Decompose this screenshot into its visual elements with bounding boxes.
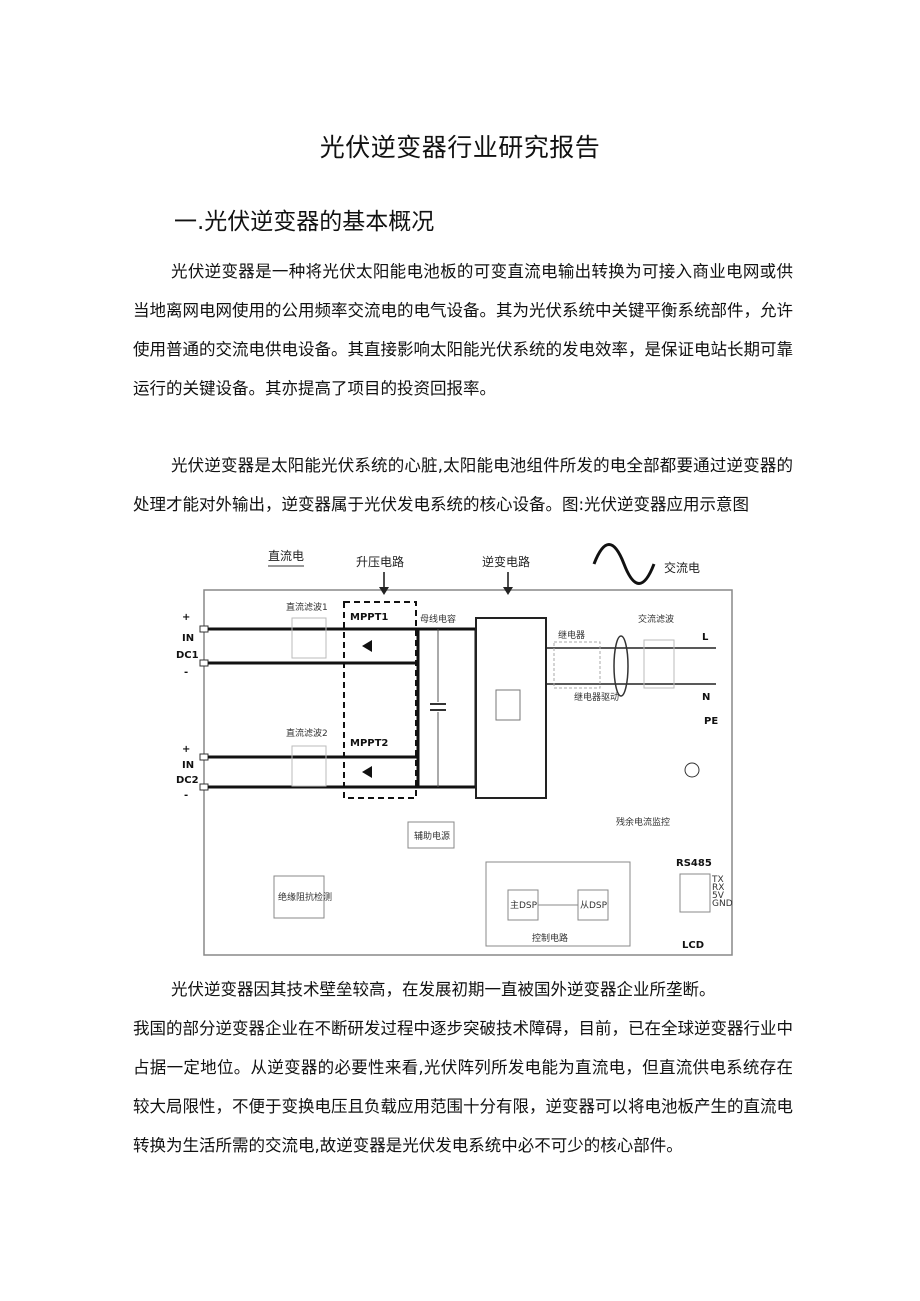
dc1-in: IN: [182, 633, 194, 644]
paragraph-1-text: 光伏逆变器是一种将光伏太阳能电池板的可变直流电输出转换为可接入商业电网或供当地离…: [133, 262, 793, 398]
aux-power-box: [407, 821, 455, 849]
page-title: 光伏逆变器行业研究报告: [319, 133, 601, 162]
label-L: L: [702, 632, 709, 643]
label-aux-power: 辅助电源: [414, 830, 450, 842]
label-ac-filter: 交流滤波: [638, 613, 674, 625]
dc-filter2-box: [291, 745, 327, 787]
outer-frame: [203, 589, 733, 956]
label-relay-drive: 继电器驱动: [574, 691, 619, 703]
inverter-bridge-box: [475, 617, 547, 799]
inverter-schematic: 直流电 升压电路 逆变电路 交流电 + IN DC1 - + IN DC2: [176, 543, 733, 956]
dc2-terminal-pos: [199, 753, 209, 761]
dc2-plus: +: [182, 744, 190, 755]
paragraph-3-text: 我国的部分逆变器企业在不断研发过程中逐步突破技术障碍，目前，已在全球逆变器行业中…: [133, 1019, 793, 1155]
label-gnd: GND: [712, 899, 733, 909]
section-heading: 一.光伏逆变器的基本概况: [174, 209, 435, 235]
dc2-in: IN: [182, 760, 194, 771]
slave-dsp-box: [577, 889, 609, 921]
paragraph-2-text: 光伏逆变器是太阳能光伏系统的心脏,太阳能电池组件所发的电全部都要通过逆变器的处理…: [133, 456, 793, 514]
label-slave-dsp: 从DSP: [580, 900, 608, 911]
dc-filter2-label: 直流滤波2: [286, 727, 328, 739]
boost-arrowhead: [379, 587, 389, 595]
dc2-terminal-neg: [199, 783, 209, 791]
ac-wave-icon: [592, 543, 656, 585]
label-insulation: 绝缘阻抗检测: [278, 891, 332, 903]
ground-symbol-icon: [684, 762, 700, 778]
dc1-label: DC1: [176, 650, 199, 661]
paragraph-1: 光伏逆变器是一种将光伏太阳能电池板的可变直流电输出转换为可接入商业电网或供当地离…: [133, 252, 793, 408]
insulation-box: [273, 875, 325, 919]
mppt2-diode-icon: [362, 766, 372, 778]
dc1-terminal-neg: [199, 659, 209, 667]
label-rs485: RS485: [676, 858, 712, 869]
label-mppt2: MPPT2: [350, 738, 388, 749]
label-lcd: LCD: [682, 940, 704, 951]
label-residual: 残余电流监控: [616, 816, 670, 828]
inverter-diagram: 直流电 升压电路 逆变电路 交流电 + IN DC1 - + IN DC2: [176, 540, 742, 960]
mppt1-diode-icon: [362, 640, 372, 652]
dc1-terminal-pos: [199, 625, 209, 633]
dc1-plus: +: [182, 612, 190, 623]
paragraph-3-line1: 光伏逆变器因其技术壁垒较高，在发展初期一直被国外逆变器企业所垄断。: [171, 980, 716, 999]
master-dsp-box: [507, 889, 539, 921]
dc1-minus: -: [184, 667, 188, 678]
label-bus-cap: 母线电容: [420, 613, 456, 625]
label-PE: PE: [704, 716, 718, 727]
label-control: 控制电路: [532, 932, 568, 944]
label-inverter: 逆变电路: [482, 554, 530, 569]
label-mppt1: MPPT1: [350, 612, 388, 623]
paragraph-3: 光伏逆变器因其技术壁垒较高，在发展初期一直被国外逆变器企业所垄断。 我国的部分逆…: [133, 970, 793, 1165]
ac-filter-box: [643, 639, 675, 689]
dc-filter1-box: [291, 617, 327, 659]
ct-sensor-icon: [613, 635, 629, 697]
label-boost: 升压电路: [356, 554, 404, 569]
relay-box: [553, 641, 601, 689]
inverter-switch-icon: [495, 689, 521, 721]
label-5v: 5V: [712, 891, 725, 901]
label-relay: 继电器: [558, 629, 585, 641]
mppt-dashed-box: [343, 601, 417, 799]
inverter-arrowhead: [503, 587, 513, 595]
dc2-minus: -: [184, 790, 188, 801]
label-N: N: [702, 692, 710, 703]
label-tx: TX: [711, 875, 724, 885]
label-rx: RX: [712, 883, 724, 893]
label-master-dsp: 主DSP: [510, 899, 538, 911]
dc-filter1-label: 直流滤波1: [286, 601, 328, 613]
label-dc: 直流电: [268, 549, 304, 563]
dc2-label: DC2: [176, 775, 199, 786]
rs485-port-box: [679, 873, 711, 913]
label-ac: 交流电: [664, 560, 700, 575]
paragraph-2: 光伏逆变器是太阳能光伏系统的心脏,太阳能电池组件所发的电全部都要通过逆变器的处理…: [133, 446, 793, 524]
